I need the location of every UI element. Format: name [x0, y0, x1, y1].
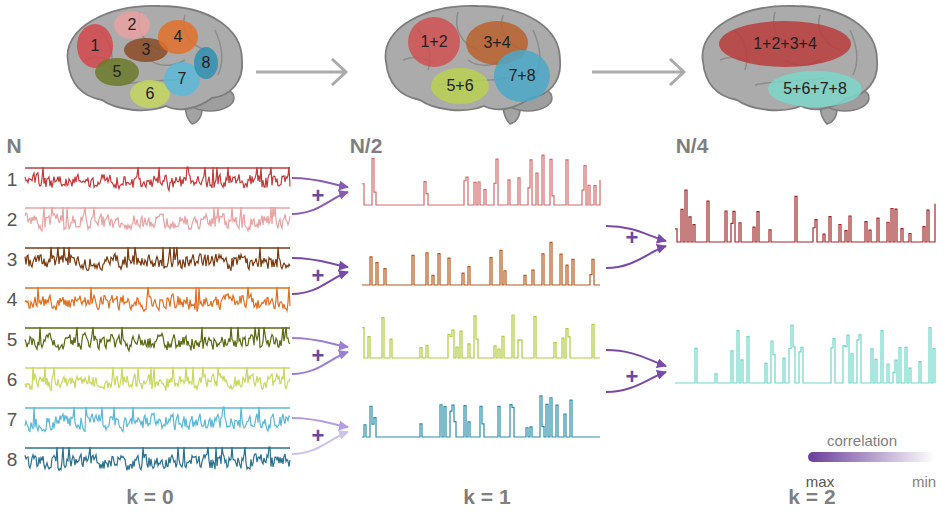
region-label: 1 [91, 37, 100, 55]
region-fill [431, 68, 489, 104]
plus-sign: + [312, 343, 325, 369]
level-index: k = 1 [463, 485, 510, 509]
merged-trace [362, 315, 600, 358]
region-label: 5+6 [446, 77, 473, 95]
region-number: 6 [7, 369, 18, 391]
time-series [25, 155, 935, 470]
signal-trace [25, 327, 290, 351]
merged-trace [362, 396, 600, 437]
merged-trace [362, 155, 600, 205]
brain-region: 7+8 [494, 50, 550, 102]
threshold-line [25, 327, 290, 329]
region-label: 8 [202, 54, 211, 72]
signal-trace [25, 407, 290, 432]
region-label: 1+2+3+4 [753, 35, 817, 53]
level-index: k = 0 [126, 485, 173, 509]
brain-region: 5+6+7+8 [768, 71, 862, 107]
threshold-line [25, 287, 290, 289]
scale-end: max [806, 473, 834, 490]
region-fill [768, 71, 862, 107]
brain-region: 1+2 [408, 17, 460, 67]
scale-end: min [912, 473, 936, 490]
plus-sign: + [626, 364, 639, 390]
region-label: 4 [174, 28, 183, 46]
brain-region: 2 [114, 11, 150, 39]
threshold-line [25, 207, 290, 209]
region-label: 6 [146, 85, 155, 103]
region-fill [408, 17, 460, 67]
merged-trace [675, 325, 935, 383]
level-size: N/2 [350, 134, 383, 158]
plus-sign: + [312, 183, 325, 209]
brain-region: 4 [158, 20, 198, 54]
signal-trace [25, 367, 290, 391]
region-fill [719, 21, 851, 67]
brain-outline [385, 6, 560, 124]
signal-trace [25, 447, 290, 470]
signal-trace [25, 247, 290, 271]
level-size: N [6, 134, 21, 158]
brain-outline [702, 6, 877, 124]
legend-title: correlation [827, 432, 897, 449]
brain-outline [67, 6, 242, 124]
merged-trace [675, 190, 935, 242]
merged-trace [362, 242, 600, 285]
region-number: 3 [7, 249, 18, 271]
region-fill [114, 11, 150, 39]
plus-sign: + [312, 263, 325, 289]
region-label: 7 [178, 70, 187, 88]
correlation-scale [808, 452, 935, 462]
region-label: 2 [128, 16, 137, 34]
signal-trace [25, 167, 290, 190]
brain-region: 5 [95, 58, 139, 86]
region-fill [130, 80, 170, 108]
level-size: N/4 [676, 134, 709, 158]
threshold-line [25, 407, 290, 409]
plus-sign: + [626, 225, 639, 251]
signal-trace [25, 287, 290, 312]
region-number: 8 [7, 449, 18, 471]
region-number: 4 [7, 289, 18, 311]
signal-trace [25, 207, 290, 231]
region-fill [494, 50, 550, 102]
region-label: 3 [142, 41, 151, 59]
brain-region: 8 [194, 47, 218, 79]
region-fill [158, 20, 198, 54]
region-label: 3+4 [483, 34, 510, 52]
merge-arrow [292, 178, 666, 454]
region-number: 7 [7, 409, 18, 431]
brain-region: 6 [130, 80, 170, 108]
region-label: 7+8 [508, 67, 535, 85]
threshold-line [25, 447, 290, 449]
region-number: 5 [7, 329, 18, 351]
region-number: 2 [7, 209, 18, 231]
threshold-line [25, 167, 290, 169]
region-label: 1+2 [420, 33, 447, 51]
region-label: 5+6+7+8 [783, 80, 847, 98]
region-fill [194, 47, 218, 79]
threshold-line [25, 367, 290, 369]
plus-sign: + [312, 423, 325, 449]
brain-region: 5+6 [431, 68, 489, 104]
region-label: 5 [113, 63, 122, 81]
brain-region: 1+2+3+4 [719, 21, 851, 67]
region-fill [95, 58, 139, 86]
region-number: 1 [7, 169, 18, 191]
